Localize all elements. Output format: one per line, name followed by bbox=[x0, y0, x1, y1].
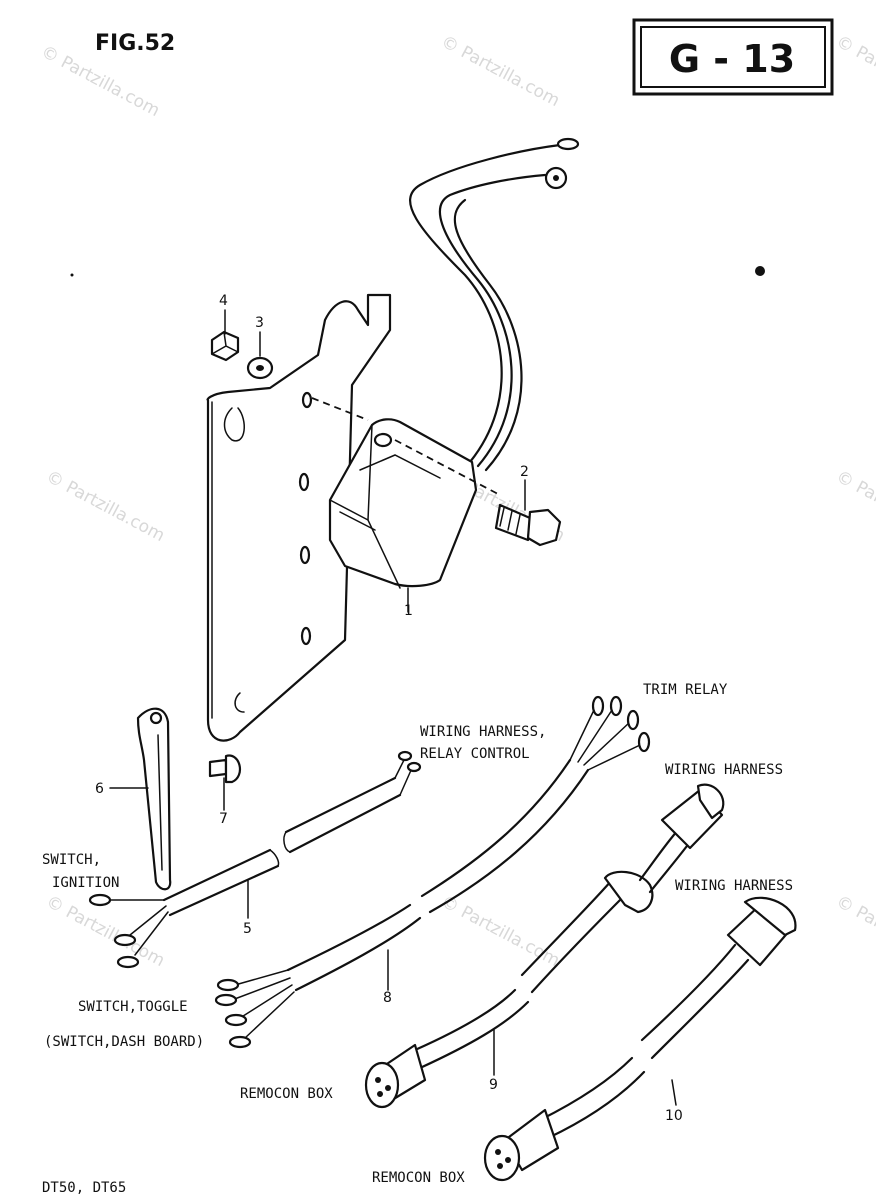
figure-number: FIG.52 bbox=[95, 31, 175, 56]
callout-number: 9 bbox=[489, 1077, 498, 1093]
washer-part-3 bbox=[246, 356, 274, 380]
section-code-box-outer bbox=[632, 18, 834, 96]
relay-unit-part-1 bbox=[328, 418, 478, 589]
label-wiring-harness-relay-1: WIRING HARNESS, bbox=[420, 724, 546, 740]
label-trim-relay: TRIM RELAY bbox=[643, 682, 728, 698]
harness-part-8 bbox=[214, 695, 651, 1049]
nut-part-4 bbox=[210, 330, 240, 362]
callout-number: 4 bbox=[219, 293, 228, 309]
callout-number: 8 bbox=[383, 990, 392, 1006]
stray-dot bbox=[70, 273, 74, 277]
strap-part-6 bbox=[136, 707, 172, 891]
label-switch-toggle: SWITCH,TOGGLE bbox=[78, 999, 188, 1015]
bolt-part-2 bbox=[494, 503, 562, 547]
watermark: © Partzilla.com bbox=[438, 892, 563, 971]
callout-number: 7 bbox=[219, 811, 228, 827]
callout-number: 10 bbox=[665, 1108, 683, 1124]
watermark: © Partzilla.com bbox=[438, 32, 563, 111]
label-remocon-box-2: REMOCON BOX bbox=[372, 1170, 465, 1186]
harness-part-9 bbox=[364, 783, 725, 1109]
watermark: © Partzilla.com bbox=[833, 32, 876, 111]
watermark: © Partzilla.com bbox=[833, 892, 876, 971]
watermark: © Partzilla.com bbox=[43, 467, 168, 546]
label-switch-ignition-2: IGNITION bbox=[52, 875, 119, 891]
callout-leaders bbox=[109, 309, 677, 1106]
relay-wire-leads bbox=[409, 137, 580, 472]
label-wiring-harness-a: WIRING HARNESS bbox=[665, 762, 783, 778]
section-code: G - 13 bbox=[669, 37, 795, 81]
watermark: © Partzilla.com bbox=[833, 467, 876, 546]
label-switch-dash-board: (SWITCH,DASH BOARD) bbox=[44, 1034, 204, 1050]
harness-part-10 bbox=[483, 896, 797, 1182]
label-switch-ignition-1: SWITCH, bbox=[42, 852, 101, 868]
bolt-alignment-line bbox=[394, 439, 501, 496]
callout-number: 1 bbox=[404, 603, 413, 619]
label-wiring-harness-b: WIRING HARNESS bbox=[675, 878, 793, 894]
harness-part-5 bbox=[88, 750, 422, 969]
label-remocon-box-1: REMOCON BOX bbox=[240, 1086, 333, 1102]
label-wiring-harness-relay-2: RELAY CONTROL bbox=[420, 746, 530, 762]
label-models: DT50, DT65 bbox=[42, 1180, 126, 1196]
mounting-bracket bbox=[206, 293, 392, 742]
callout-number: 6 bbox=[95, 781, 104, 797]
section-code-box-inner bbox=[640, 26, 826, 88]
callout-number: 5 bbox=[243, 921, 252, 937]
stray-dot bbox=[755, 266, 765, 276]
callout-number: 3 bbox=[255, 315, 264, 331]
callout-number: 2 bbox=[520, 464, 529, 480]
screw-part-7 bbox=[208, 754, 242, 784]
